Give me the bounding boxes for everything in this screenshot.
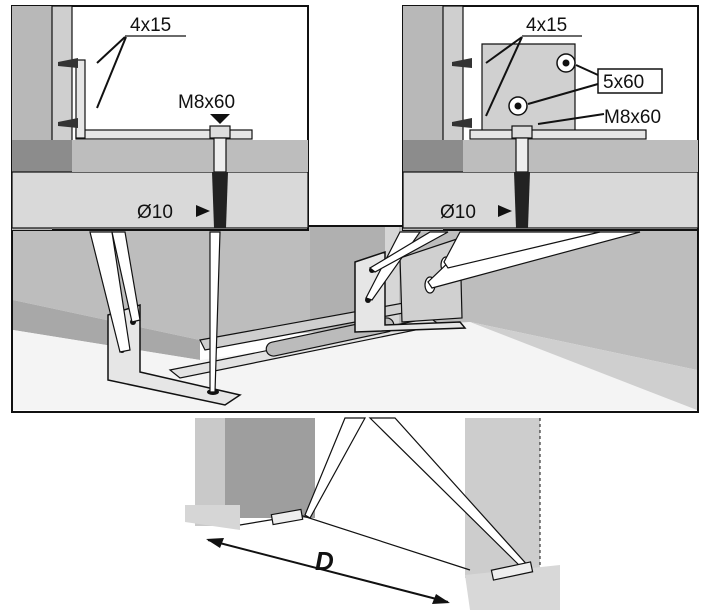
distance-label: D	[315, 546, 334, 576]
bolt-icon	[209, 125, 231, 228]
bolt-icon	[511, 125, 533, 228]
extra-screw-size-label: 5x60	[603, 72, 644, 93]
drill-size-label: Ø10	[440, 202, 476, 223]
screw-size-label: 4x15	[526, 15, 567, 36]
bolt-size-label: M8x60	[604, 107, 661, 128]
screw-icon	[452, 58, 472, 128]
screw-size-label: 4x15	[130, 15, 171, 36]
doorway-overview: D	[185, 417, 560, 610]
bolt-size-label: M8x60	[178, 92, 235, 113]
left-angle-bracket	[107, 303, 242, 406]
drill-size-label: Ø10	[137, 202, 173, 223]
detail-panel-right: 4x15 5x60 M8x60 Ø10	[402, 5, 699, 231]
screw-icon	[58, 58, 78, 128]
callout-lines-top	[89, 231, 641, 393]
detail-panel-left: 4x15 M8x60 Ø10	[11, 5, 309, 231]
